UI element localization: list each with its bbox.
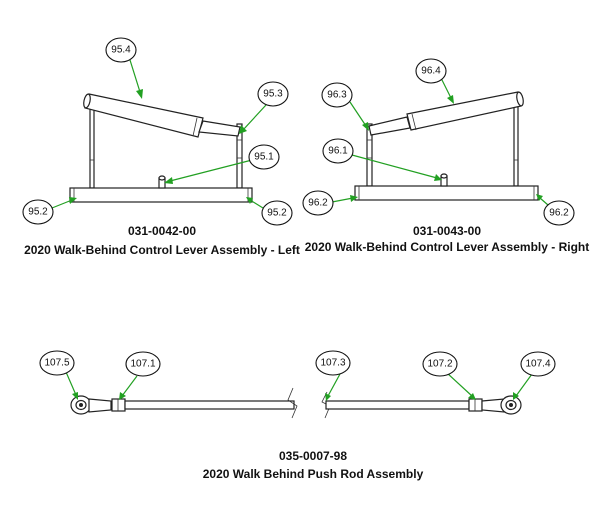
left-lever-assembly (51, 59, 267, 209)
callout-96-1: 96.1 (322, 138, 354, 164)
callout-label: 96.2 (308, 198, 328, 209)
right-handle-shaft (368, 116, 411, 136)
callout-96-2-right: 96.2 (543, 200, 575, 226)
right-part-number: 031-0043-00 (413, 224, 481, 238)
left-jam-nut (111, 398, 126, 412)
right-jam-nut (468, 398, 483, 412)
callout-107-1: 107.1 (125, 351, 161, 377)
left-handle-grip (84, 93, 204, 138)
callout-label: 107.3 (320, 358, 345, 369)
push-rod-left (124, 400, 295, 410)
right-lever-assembly (331, 75, 549, 206)
callout-95-1: 95.1 (248, 144, 280, 170)
callout-95-4: 95.4 (105, 37, 137, 63)
callout-107-2: 107.2 (422, 351, 458, 377)
callout-label: 95.4 (111, 45, 131, 56)
callout-label: 96.2 (549, 208, 569, 219)
callout-107-4: 107.4 (520, 351, 556, 377)
callout-label: 107.1 (130, 359, 155, 370)
callout-95-3: 95.3 (257, 81, 289, 107)
callout-label: 96.1 (328, 146, 348, 157)
right-handle-grip (406, 91, 522, 131)
callout-label: 95.2 (28, 207, 48, 218)
callout-96-4: 96.4 (415, 58, 447, 84)
callout-107-5: 107.5 (39, 350, 75, 376)
callout-label: 96.3 (327, 90, 347, 101)
right-assembly-title: 2020 Walk-Behind Control Lever Assembly … (305, 240, 590, 254)
push-rod-part-number: 035-0007-98 (279, 449, 347, 463)
callout-label: 107.4 (525, 359, 550, 370)
push-rod-assembly-title: 2020 Walk Behind Push Rod Assembly (203, 467, 424, 481)
callout-96-3: 96.3 (321, 82, 353, 108)
left-rear-post (89, 101, 95, 189)
push-rod-right (325, 400, 470, 410)
callout-95-2-right: 95.2 (261, 200, 293, 226)
callout-96-2-left: 96.2 (302, 190, 334, 216)
callout-label: 107.5 (44, 358, 69, 369)
callout-label: 95.1 (254, 152, 274, 163)
callout-label: 107.2 (427, 359, 452, 370)
left-base-bar (69, 187, 253, 203)
callout-label: 95.3 (263, 89, 283, 100)
left-rod-end-body (88, 398, 112, 413)
callout-label: 96.4 (421, 66, 441, 77)
left-assembly-title: 2020 Walk-Behind Control Lever Assembly … (24, 243, 300, 257)
callout-label: 95.2 (267, 208, 287, 219)
right-base-bar (354, 185, 539, 201)
left-handle-shaft (198, 120, 241, 137)
callout-95-2-left: 95.2 (22, 199, 54, 225)
push-rod-assembly (65, 371, 533, 419)
left-part-number: 031-0042-00 (128, 224, 196, 238)
callout-107-3: 107.3 (315, 350, 351, 376)
right-rear-post (513, 101, 519, 187)
